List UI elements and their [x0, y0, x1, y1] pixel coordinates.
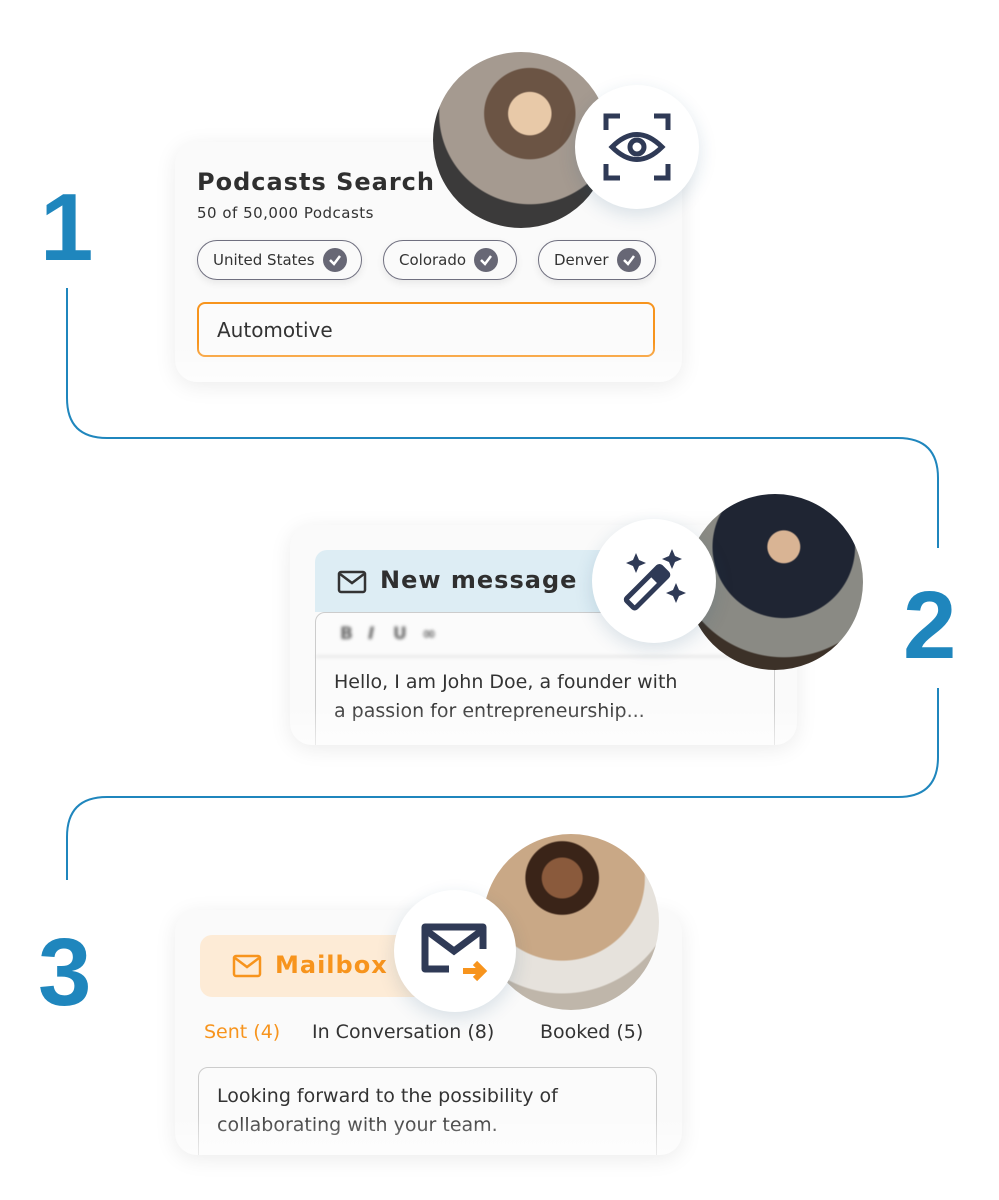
message-title: New message	[380, 566, 578, 594]
formatting-toolbar: B I U ∞	[316, 613, 774, 657]
chip-label: Colorado	[399, 251, 467, 269]
podcast-search-card: Podcasts Search 50 of 50,000 Podcasts Un…	[175, 142, 682, 382]
tab-in-conversation[interactable]: In Conversation (8)	[312, 1021, 495, 1043]
preview-line: collaborating with your team.	[217, 1114, 498, 1136]
magic-wand-icon	[592, 519, 716, 643]
eye-scan-icon	[575, 85, 699, 209]
chip-label: United States	[213, 251, 315, 269]
bold-button[interactable]: B	[340, 624, 353, 644]
message-line: Hello, I am John Doe, a founder with	[334, 671, 678, 693]
tab-sent[interactable]: Sent (4)	[204, 1021, 281, 1043]
italic-button[interactable]: I	[368, 624, 375, 644]
speaker-photo	[687, 494, 863, 670]
step-number-3: 3	[38, 919, 92, 1026]
filter-chip-state[interactable]: Colorado	[383, 240, 517, 280]
message-preview[interactable]: Looking forward to the possibility of co…	[198, 1067, 657, 1155]
chip-label: Denver	[554, 251, 609, 269]
card-title: Podcasts Search	[197, 168, 435, 196]
check-icon	[616, 248, 641, 272]
professional-photo	[483, 834, 659, 1010]
message-line: a passion for entrepreneurship...	[334, 700, 645, 722]
category-search-input[interactable]: Automotive	[197, 302, 655, 357]
step-number-1: 1	[40, 174, 94, 281]
underline-button[interactable]: U	[393, 624, 407, 644]
mailbox-title: Mailbox	[275, 951, 388, 979]
check-icon	[474, 248, 499, 272]
step-number-2: 2	[903, 572, 957, 679]
envelope-icon	[337, 570, 367, 594]
preview-text: Looking forward to the possibility of co…	[217, 1082, 558, 1140]
mail-send-icon	[394, 890, 516, 1012]
check-icon	[322, 248, 347, 272]
preview-line: Looking forward to the possibility of	[217, 1085, 558, 1107]
link-button[interactable]: ∞	[422, 624, 437, 644]
filter-chip-city[interactable]: Denver	[538, 240, 656, 280]
envelope-icon	[232, 954, 262, 978]
message-body: Hello, I am John Doe, a founder with a p…	[334, 668, 677, 726]
results-count: 50 of 50,000 Podcasts	[197, 204, 374, 222]
filter-chip-country[interactable]: United States	[197, 240, 362, 280]
tab-booked[interactable]: Booked (5)	[540, 1021, 644, 1043]
